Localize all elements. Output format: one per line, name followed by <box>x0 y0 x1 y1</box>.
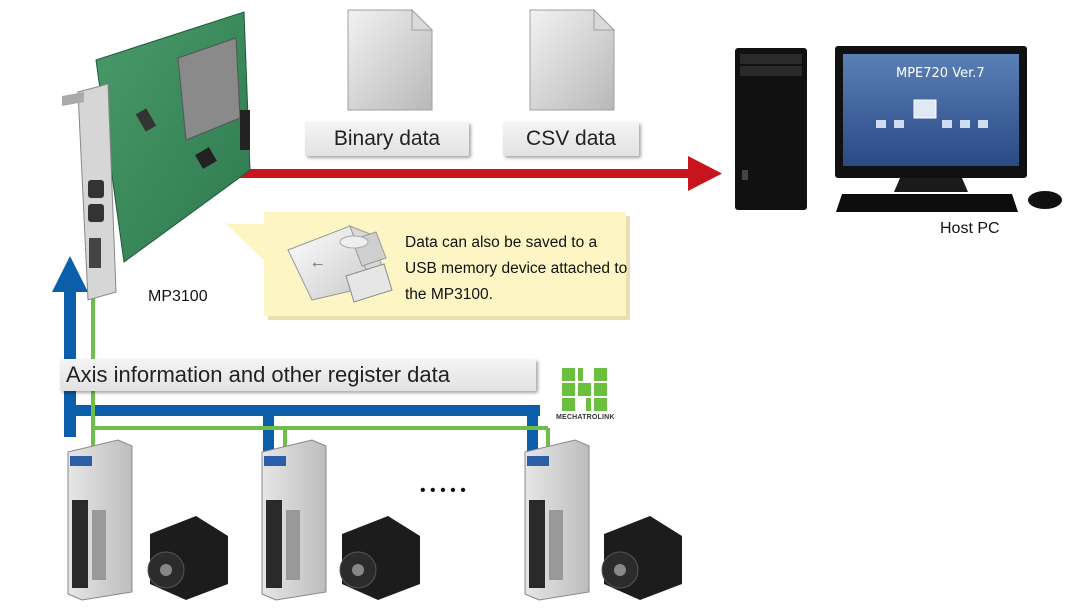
mp3100-board-image <box>62 11 251 301</box>
data-transfer-arrow <box>235 156 722 191</box>
mechatrolink-logo-text: MECHATROLINK <box>556 414 615 421</box>
register-data-label: Axis information and other register data <box>60 359 536 391</box>
servo-motor-image <box>601 516 682 600</box>
usb-callout-text: Data can also be saved to a USB memory d… <box>405 234 628 303</box>
servo-motor-image <box>339 516 420 600</box>
host-pc-label: Host PC <box>940 220 1000 237</box>
servo-motor-image <box>147 516 228 600</box>
monitor-image <box>835 46 1062 212</box>
servo-ellipsis: • • • • • <box>420 482 466 499</box>
monitor-screen-title: MPE720 Ver.7 <box>896 66 985 81</box>
csv-data-label: CSV data <box>503 122 639 156</box>
mechatrolink-logo <box>562 368 607 411</box>
binary-file-icon <box>347 8 434 111</box>
binary-data-label: Binary data <box>305 122 469 156</box>
svg-text:⭠: ⭠ <box>312 256 323 272</box>
usb-memory-icon: ⭠ <box>287 225 393 303</box>
servo-pack-image <box>261 439 327 601</box>
servo-pack-image <box>67 439 133 601</box>
csv-file-icon <box>529 8 616 111</box>
pc-tower-image <box>735 48 807 210</box>
register-data-bus <box>52 256 540 457</box>
controller-name: MP3100 <box>148 288 208 305</box>
servo-pack-image <box>524 439 590 601</box>
